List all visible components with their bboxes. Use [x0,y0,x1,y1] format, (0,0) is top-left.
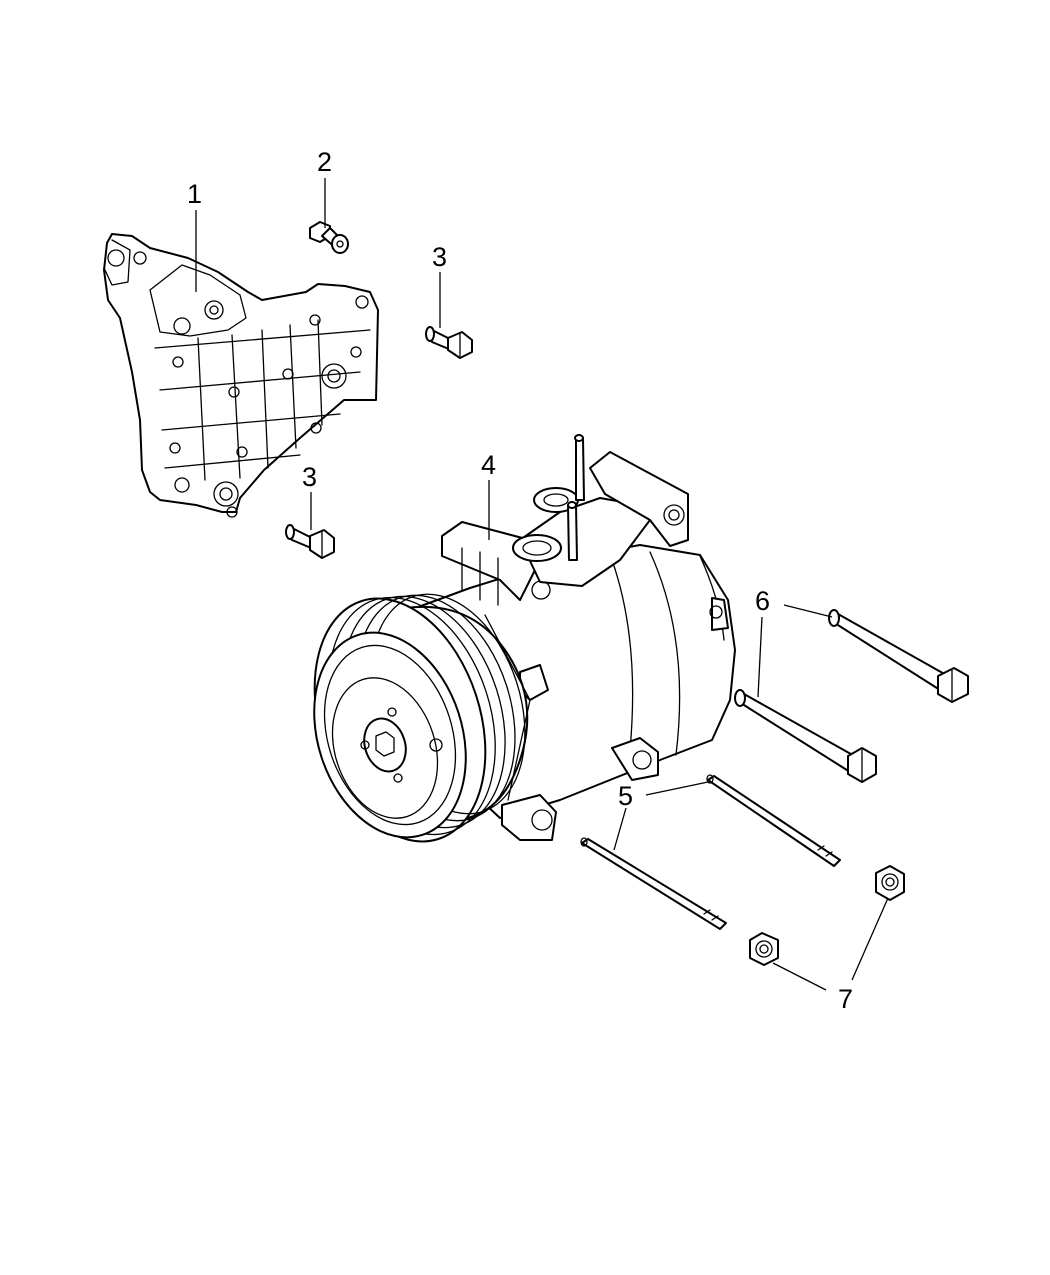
nut-part-7-right [875,865,905,901]
bolt-part-3-upper [425,326,473,359]
stud-part-5-lower [580,837,727,930]
callout-5: 5 [618,781,633,811]
callout-labels: 1 2 3 3 4 5 6 7 [187,147,853,1014]
mounting-bracket [103,233,379,518]
callout-7: 7 [838,984,853,1014]
callout-2: 2 [317,147,332,177]
ac-compressor [313,434,736,843]
callout-3-lower: 3 [302,462,317,492]
callout-6: 6 [755,586,770,616]
nut-part-7-left [749,932,779,966]
bolt-part-6-upper [828,609,969,703]
callout-4: 4 [481,450,496,480]
stud-part-5-upper [706,774,841,867]
bolt-part-6-lower [734,689,877,783]
screw-part-2 [309,221,349,254]
callout-1: 1 [187,179,202,209]
callout-3-upper: 3 [432,242,447,272]
bolt-part-3-lower [285,524,335,559]
leader-lines [195,178,889,991]
